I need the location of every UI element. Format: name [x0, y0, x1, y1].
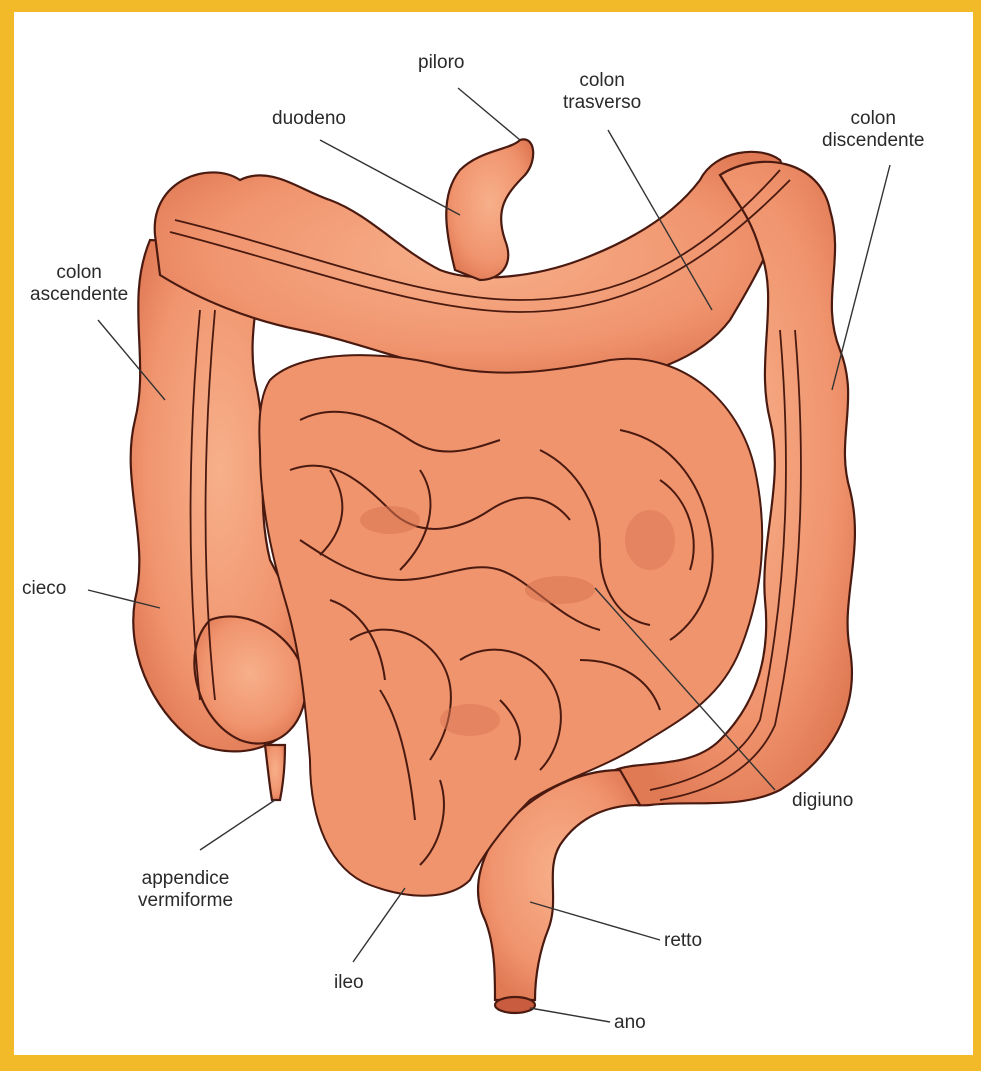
leader-colon-discendente [832, 165, 890, 390]
label-appendice-vermiforme: appendice vermiforme [138, 868, 233, 912]
leader-ileo [353, 888, 405, 962]
label-colon-trasverso: colon trasverso [563, 70, 641, 114]
small-intestine [259, 355, 762, 896]
label-retto: retto [664, 930, 702, 952]
leader-appendice [200, 800, 275, 850]
label-ileo: ileo [334, 972, 364, 994]
duodenum [446, 139, 533, 280]
label-ano: ano [614, 1012, 646, 1034]
label-colon-ascendente: colon ascendente [30, 262, 128, 306]
label-duodeno: duodeno [272, 108, 346, 130]
anus-opening [495, 997, 535, 1013]
label-cieco: cieco [22, 578, 66, 600]
label-digiuno: digiuno [792, 790, 853, 812]
leader-piloro [458, 88, 520, 140]
appendix [265, 745, 285, 800]
leader-ano [530, 1008, 610, 1022]
label-piloro: piloro [418, 52, 464, 74]
label-colon-discendente: colon discendente [822, 108, 924, 152]
